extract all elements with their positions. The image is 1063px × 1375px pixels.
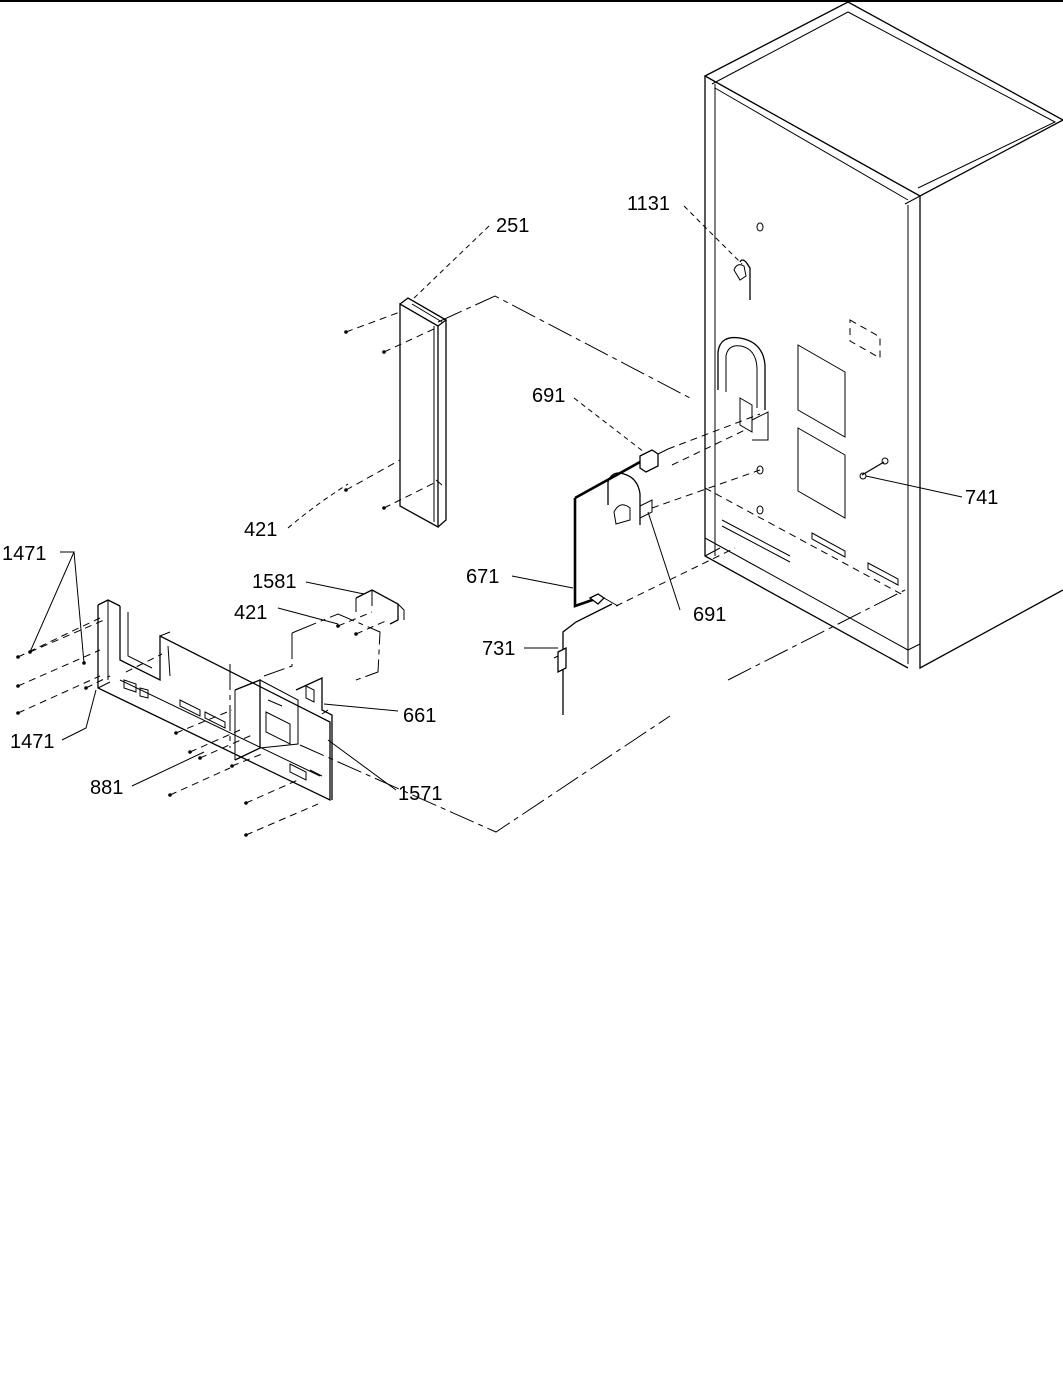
- hinge-pin-741: [859, 457, 889, 480]
- callout-421-middle: 421: [244, 519, 277, 541]
- cabinet-body: [703, 1, 1063, 670]
- back-panel-upper: [797, 344, 846, 438]
- callout-691-top: 691: [532, 385, 565, 407]
- callout-731: 731: [482, 638, 515, 660]
- callout-1571: 1571: [398, 783, 443, 805]
- callout-691-lower: 691: [693, 604, 726, 626]
- callout-881: 881: [90, 777, 123, 799]
- callout-1131: 1131: [627, 193, 670, 215]
- callout-251: 251: [496, 215, 529, 237]
- callout-661: 661: [403, 705, 436, 727]
- callout-1471-top: 1471: [2, 543, 47, 565]
- rod-731: [553, 603, 613, 715]
- callout-671: 671: [466, 566, 499, 588]
- top-border-rule: [0, 0, 1063, 2]
- callout-1581: 1581: [252, 571, 297, 593]
- back-panel-lower: [797, 427, 846, 519]
- mounting-bracket-671: [573, 448, 669, 608]
- assembly-phantom-outline: [437, 295, 691, 399]
- callout-1471-lower: 1471: [10, 731, 55, 753]
- lower-shroud-1571: [97, 589, 405, 802]
- vertical-duct-251: [399, 297, 448, 529]
- callout-741: 741: [965, 487, 998, 509]
- callout-421-lower: 421: [234, 602, 267, 624]
